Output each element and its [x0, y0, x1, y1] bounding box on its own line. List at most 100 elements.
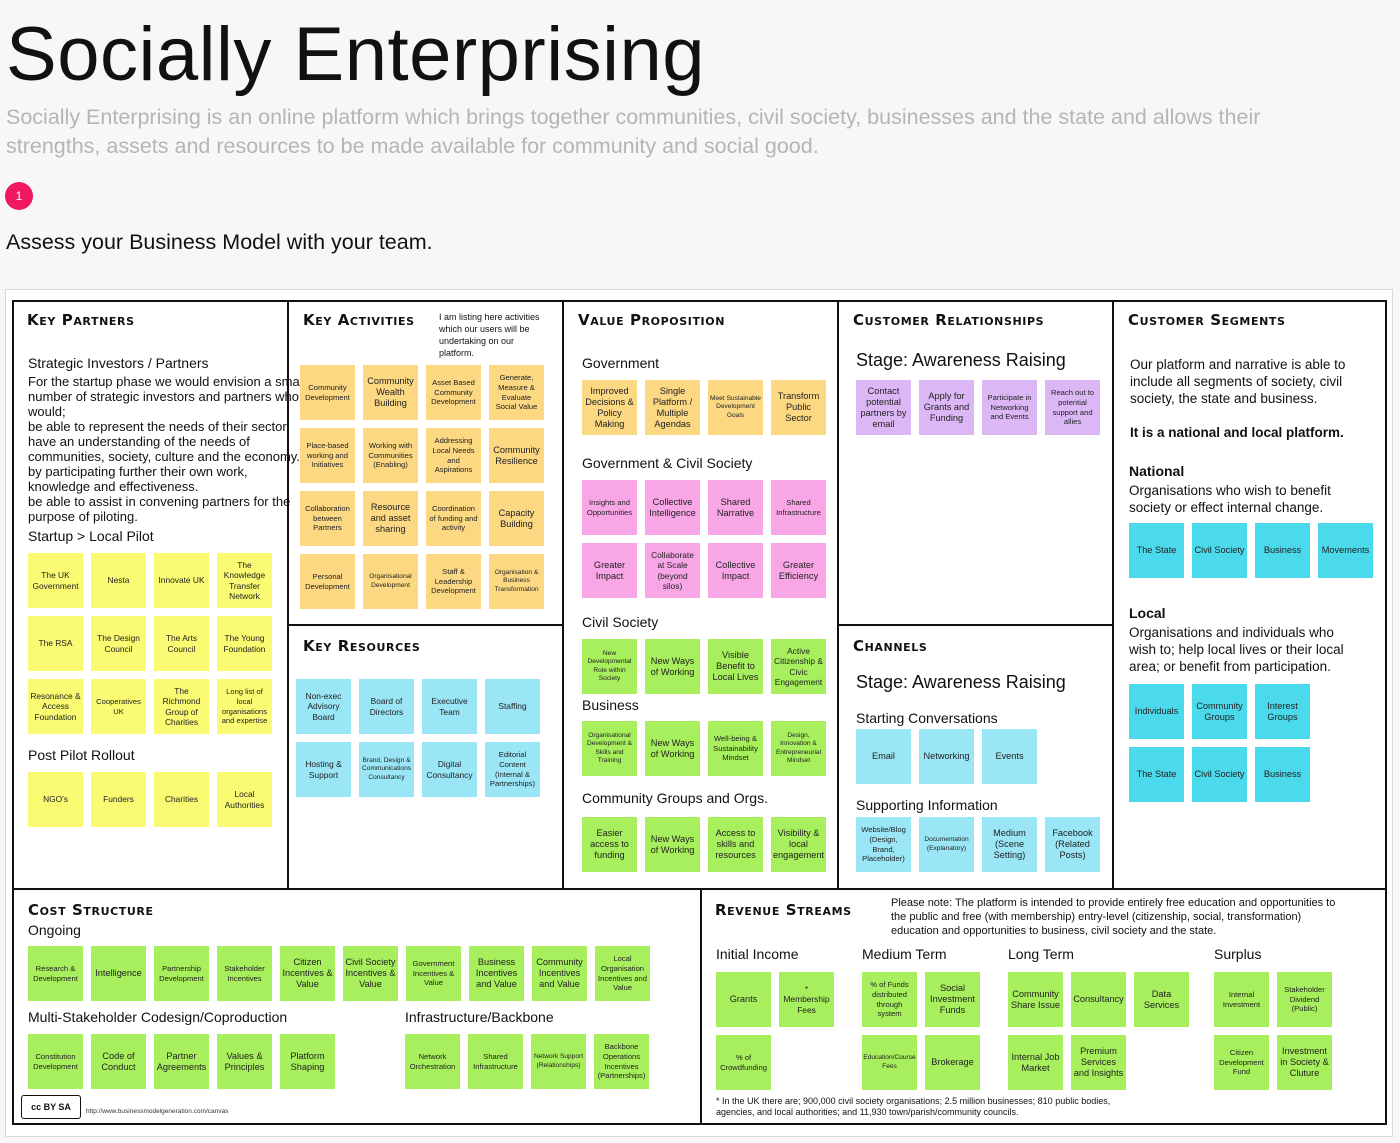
revenue-group-label: Long Term	[1008, 946, 1074, 962]
key-partners-heading: Strategic Investors / Partners	[28, 355, 209, 371]
sticky-note: Government Incentives & Value	[406, 946, 461, 1001]
sticky-note: Board of Directors	[359, 679, 414, 734]
sticky-note: Events	[982, 729, 1037, 784]
sticky-note: Business Incentives and Value	[469, 946, 524, 1001]
text-line: Please note: The platform is intended to…	[891, 897, 1336, 909]
sticky-note: Partner Agreements	[154, 1034, 209, 1089]
divider-4	[1112, 300, 1114, 889]
sticky-note: Place-based working and Initiatives	[300, 428, 355, 483]
sticky-note: Local Organisation Incentives and Value	[595, 946, 650, 1001]
sticky-note: Website/Blog (Design, Brand, Placeholder…	[856, 817, 911, 872]
key-activities-title: Key Activities	[303, 311, 415, 329]
sticky-note: The RSA	[28, 616, 83, 671]
sticky-note: Contact potential partners by email	[856, 380, 911, 435]
sticky-note: Cooperatives UK	[91, 679, 146, 734]
sticky-note: Greater Efficiency	[771, 543, 826, 598]
step-number-badge: 1	[5, 182, 33, 210]
sticky-note: Coordination of funding and activity	[426, 491, 481, 546]
sticky-note: Grants	[716, 972, 771, 1027]
text-line: have an understanding of the needs of	[28, 434, 250, 449]
revenue-footnote: * In the UK there are; 900,000 civil soc…	[716, 1096, 1110, 1118]
text-line: be able to represent the needs of their …	[28, 419, 290, 434]
sticky-note: Internal Investment	[1214, 972, 1269, 1027]
key-partners-description: For the startup phase we would envision …	[28, 374, 305, 524]
sticky-note: The UK Government	[28, 553, 83, 608]
sticky-note: Reach out to potential support and allie…	[1045, 380, 1100, 435]
text-line: society, the state and business.	[1130, 391, 1318, 406]
sticky-note: Transform Public Sector	[771, 380, 826, 435]
sticky-note: Improved Decisions & Policy Making	[582, 380, 637, 435]
sticky-note: Brand, Design & Communications Consultan…	[359, 742, 414, 797]
sticky-note: The Young Foundation	[217, 616, 272, 671]
revenue-group-label: Surplus	[1214, 946, 1262, 962]
key-resources-title: Key Resources	[303, 637, 421, 655]
sticky-note: Design, Innovation & Entrepreneurial Min…	[771, 721, 826, 776]
sticky-note: Community Incentives and Value	[532, 946, 587, 1001]
sticky-note: The Richmond Group of Charities	[154, 679, 209, 734]
divider-3	[837, 300, 839, 889]
sticky-note: Network Orchestration	[405, 1034, 460, 1089]
channels-stage: Stage: Awareness Raising	[856, 672, 1066, 692]
text-line: undertaking on our	[439, 336, 515, 346]
infrastructure-label: Infrastructure/Backbone	[405, 1009, 554, 1025]
key-partners-title: Key Partners	[27, 311, 135, 329]
text-line: Organisations who wish to benefit	[1129, 483, 1331, 498]
value-proposition-title: Value Proposition	[578, 311, 726, 329]
sticky-note: Well-being & Sustainability Mindset	[708, 721, 763, 776]
sticky-note: Visibility & local engagement	[771, 817, 826, 872]
sticky-note: Staffing	[485, 679, 540, 734]
text-line: agencies, and local authorities; and 11,…	[716, 1107, 1019, 1117]
sticky-note: Email	[856, 729, 911, 784]
sticky-note: Citizen Incentives & Value	[280, 946, 335, 1001]
sticky-note: Interest Groups	[1255, 684, 1310, 739]
national-description: Organisations who wish to benefit societ…	[1129, 482, 1331, 516]
sticky-note: Network Support (Relationships)	[531, 1034, 586, 1089]
sticky-note: Internal Job Market	[1008, 1035, 1063, 1090]
vp-group-label: Business	[582, 697, 639, 713]
sticky-note: The State	[1129, 747, 1184, 802]
canvas-border-bottom	[12, 1123, 1387, 1125]
revenue-group-label: Medium Term	[862, 946, 947, 962]
sticky-note: Consultancy	[1071, 972, 1126, 1027]
relationships-stage: Stage: Awareness Raising	[856, 350, 1066, 370]
codesign-label: Multi-Stakeholder Codesign/Coproduction	[28, 1009, 288, 1025]
sticky-note: Research & Development	[28, 946, 83, 1001]
text-line: area; or benefit from participation.	[1129, 659, 1331, 674]
segments-bold-line: It is a national and local platform.	[1130, 425, 1344, 440]
text-line: Organisations and individuals who	[1129, 625, 1334, 640]
sticky-note: The Knowledge Transfer Network	[217, 553, 272, 608]
revenue-streams-title: Revenue Streams	[715, 901, 852, 919]
sticky-note: Intelligence	[91, 946, 146, 1001]
sticky-note: Code of Conduct	[91, 1034, 146, 1089]
supporting-information-label: Supporting Information	[856, 797, 998, 813]
sticky-note: Movements	[1318, 523, 1373, 578]
sticky-note: New Ways of Working	[645, 817, 700, 872]
national-label: National	[1129, 463, 1185, 479]
sticky-note: Partnership Development	[154, 946, 209, 1001]
startup-label: Startup > Local Pilot	[28, 528, 154, 544]
sticky-note: Community Wealth Building	[363, 365, 418, 420]
ongoing-label: Ongoing	[28, 922, 81, 938]
canvas-border-right	[1385, 300, 1387, 1125]
sticky-note: Greater Impact	[582, 543, 637, 598]
sticky-note: * Membership Fees	[779, 972, 834, 1027]
sticky-note: Visible Benefit to Local Lives	[708, 639, 763, 694]
sticky-note: Capacity Building	[489, 491, 544, 546]
creative-commons-logo: cc BY SA	[21, 1095, 81, 1119]
sticky-note: Nesta	[91, 553, 146, 608]
sticky-note: Meet Sustainable Development Goals	[708, 380, 763, 435]
text-line: society or effect internal change.	[1129, 500, 1324, 515]
sticky-note: Active Citizenship & Civic Engagement	[771, 639, 826, 694]
sticky-note: The Design Council	[91, 616, 146, 671]
sticky-note: Collaboration between Partners	[300, 491, 355, 546]
text-line: number of strategic investors and partne…	[28, 389, 299, 404]
sticky-note: Values & Principles	[217, 1034, 272, 1089]
text-line: which our users will be	[439, 324, 530, 334]
sticky-note: Local Authorities	[217, 772, 272, 827]
canvas-source-url[interactable]: http://www.businessmodelgeneration.com/c…	[86, 1108, 229, 1115]
activities-resources-divider	[288, 624, 563, 626]
sticky-note: Civil Society Incentives & Value	[343, 946, 398, 1001]
sticky-note: NGO's	[28, 772, 83, 827]
sticky-note: Stakeholder Dividend (Public)	[1277, 972, 1332, 1027]
sticky-note: Single Platform / Multiple Agendas	[645, 380, 700, 435]
